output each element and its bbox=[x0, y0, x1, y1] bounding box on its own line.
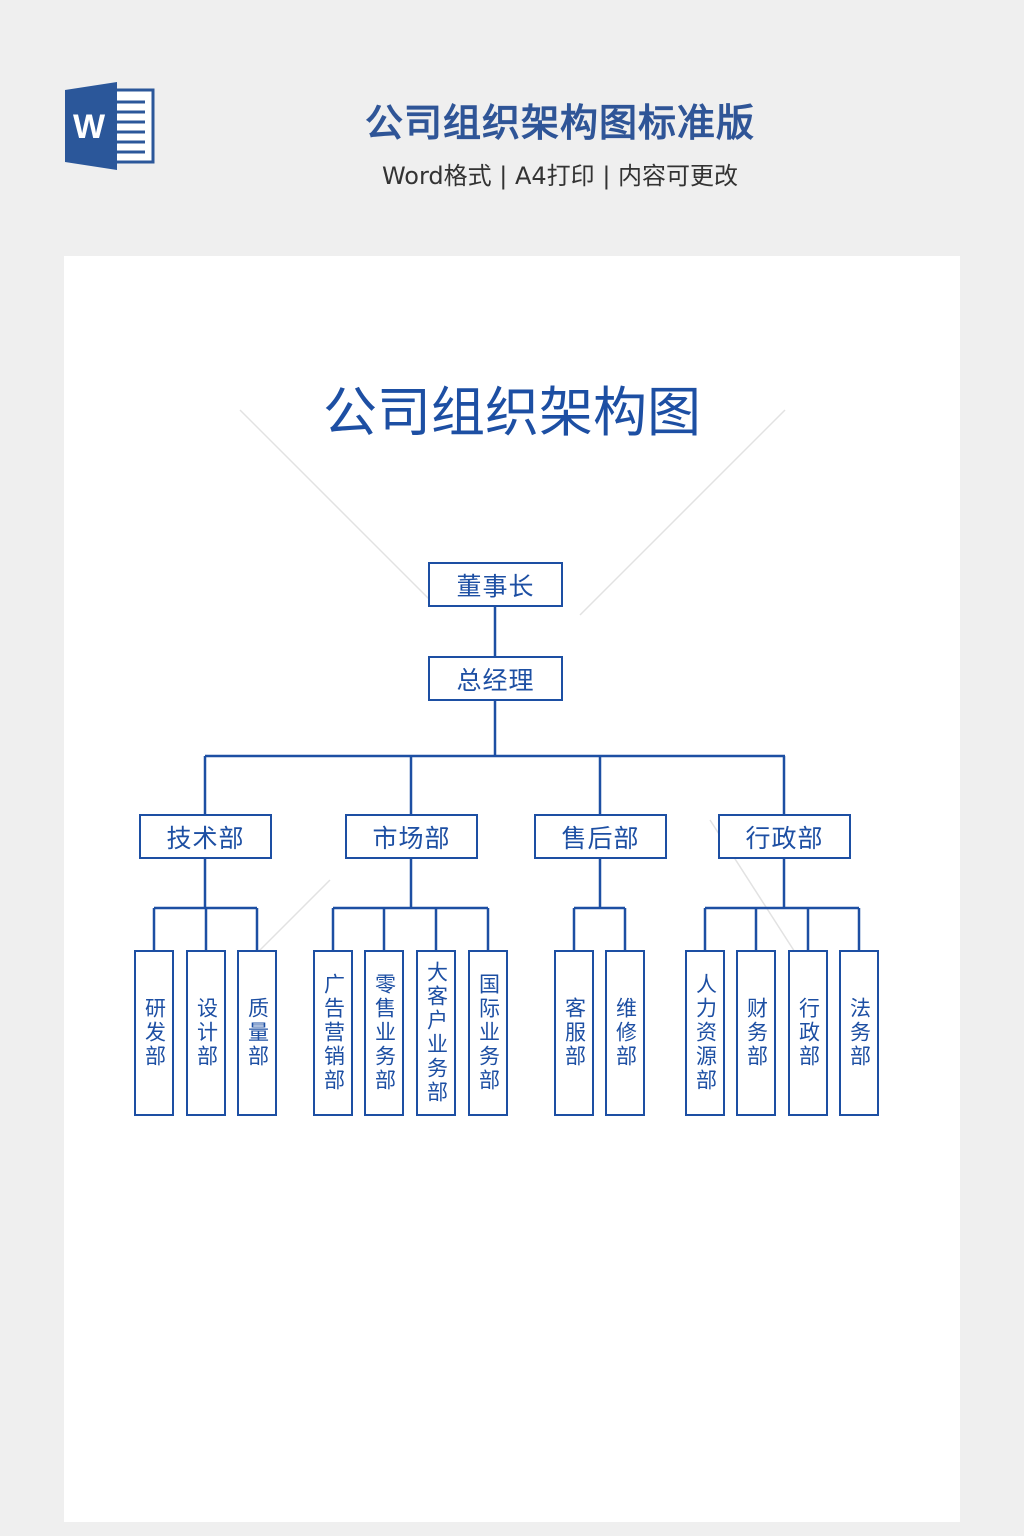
department-box: 技术部 bbox=[139, 814, 272, 859]
unit-box: 质量部 bbox=[237, 950, 277, 1116]
unit-box: 法务部 bbox=[839, 950, 879, 1116]
unit-box: 广告营销部 bbox=[313, 950, 353, 1116]
unit-box: 零售业务部 bbox=[364, 950, 404, 1116]
department-box: 行政部 bbox=[718, 814, 851, 859]
unit-box: 研发部 bbox=[134, 950, 174, 1116]
unit-box: 国际业务部 bbox=[468, 950, 508, 1116]
department-box: 售后部 bbox=[534, 814, 667, 859]
unit-box: 财务部 bbox=[736, 950, 776, 1116]
header-subtitle: Word格式 | A4打印 | 内容可更改 bbox=[381, 162, 739, 190]
department-box: 市场部 bbox=[345, 814, 478, 859]
unit-box: 客服部 bbox=[554, 950, 594, 1116]
document-title: 公司组织架构图 bbox=[323, 381, 701, 444]
unit-box: 行政部 bbox=[788, 950, 828, 1116]
unit-box: 大客户业务部 bbox=[416, 950, 456, 1116]
word-icon: W bbox=[65, 82, 155, 170]
unit-box: 设计部 bbox=[186, 950, 226, 1116]
unit-box: 人力资源部 bbox=[685, 950, 725, 1116]
unit-box: 维修部 bbox=[605, 950, 645, 1116]
general-manager-box: 总经理 bbox=[428, 656, 563, 701]
chairman-box: 董事长 bbox=[428, 562, 563, 607]
svg-text:W: W bbox=[73, 108, 106, 146]
header-title: 公司组织架构图标准版 bbox=[364, 101, 755, 145]
document-page bbox=[64, 256, 960, 1522]
